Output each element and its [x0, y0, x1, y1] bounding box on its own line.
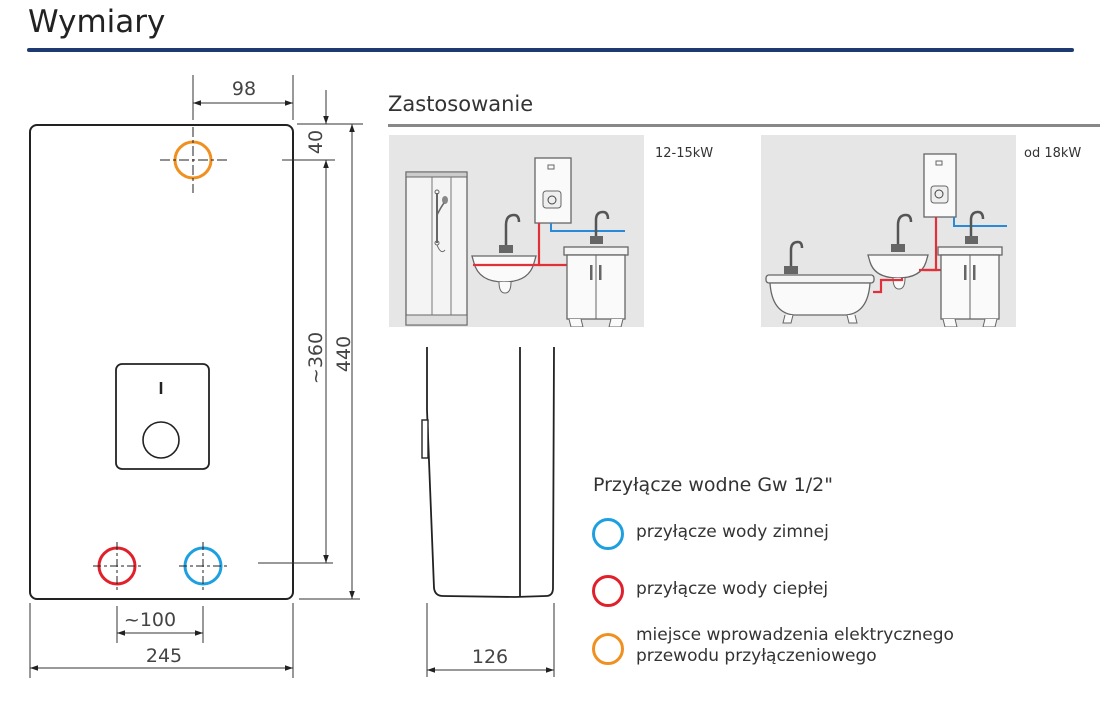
usage-section-title: Zastosowanie — [388, 92, 534, 116]
svg-text:440: 440 — [333, 336, 355, 372]
washbasin-illustration — [867, 213, 929, 290]
hot-water-ring-icon — [592, 575, 624, 607]
title-underline — [27, 48, 1074, 52]
dimension-100: ~100 — [116, 606, 204, 643]
cold-water-connection-marker — [179, 542, 227, 590]
heater-side-view — [421, 346, 555, 598]
hot-pipe — [873, 278, 904, 294]
legend-label-line-2: przewodu przyłączeniowego — [636, 646, 877, 666]
temperature-knob-icon — [142, 421, 180, 459]
control-panel — [115, 363, 210, 470]
svg-text:245: 245 — [146, 645, 182, 667]
water-heater-illustration — [923, 153, 957, 218]
dimension-245: 245 — [29, 603, 294, 678]
svg-text:126: 126 — [472, 646, 508, 668]
legend-label: przyłącze wody ciepłej — [636, 579, 829, 599]
usage-section-rule — [388, 124, 1100, 127]
dimension-440: 440 — [299, 124, 360, 600]
svg-text:~360: ~360 — [305, 332, 327, 384]
hot-water-connection-marker — [93, 542, 141, 590]
svg-text:40: 40 — [305, 130, 327, 154]
legend-item-electrical: miejsce wprowadzenia elektrycznego przew… — [592, 625, 954, 667]
usage-scene-od-18kw — [761, 135, 1016, 328]
legend-item-hot-water: przyłącze wody ciepłej — [592, 575, 828, 607]
svg-text:~100: ~100 — [124, 609, 176, 631]
scene-power-label: 12-15kW — [655, 146, 714, 161]
dimension-360: ~360 — [258, 332, 333, 564]
legend-label-line-1: miejsce wprowadzenia elektrycznego — [636, 625, 954, 645]
bathtub-illustration — [765, 240, 875, 324]
legend-item-cold-water: przyłącze wody zimnej — [592, 518, 829, 550]
page-title: Wymiary — [28, 4, 166, 40]
legend-label: miejsce wprowadzenia elektrycznego przew… — [636, 625, 954, 667]
heater-front-view — [29, 124, 294, 600]
svg-text:98: 98 — [232, 78, 256, 100]
sink-cabinet-illustration — [563, 210, 629, 328]
electrical-inlet-marker — [160, 127, 228, 193]
electrical-ring-icon — [592, 633, 624, 665]
dimension-98: 98 — [192, 75, 294, 120]
washbasin-illustration — [471, 213, 537, 294]
sink-cabinet-illustration — [937, 210, 1003, 328]
dimension-40: 40 — [282, 90, 363, 563]
water-heater-illustration — [534, 157, 572, 224]
legend-label: przyłącze wody zimnej — [636, 522, 829, 542]
cold-water-ring-icon — [592, 518, 624, 550]
legend-title: Przyłącze wodne Gw 1/2" — [593, 474, 833, 496]
shower-cabin-illustration — [405, 171, 468, 326]
cold-pipe — [953, 217, 1007, 227]
scene-power-label: od 18kW — [1024, 146, 1082, 161]
usage-scene-12-15kw — [389, 135, 644, 328]
cold-pipe — [550, 223, 625, 232]
dimension-126: 126 — [426, 603, 555, 677]
